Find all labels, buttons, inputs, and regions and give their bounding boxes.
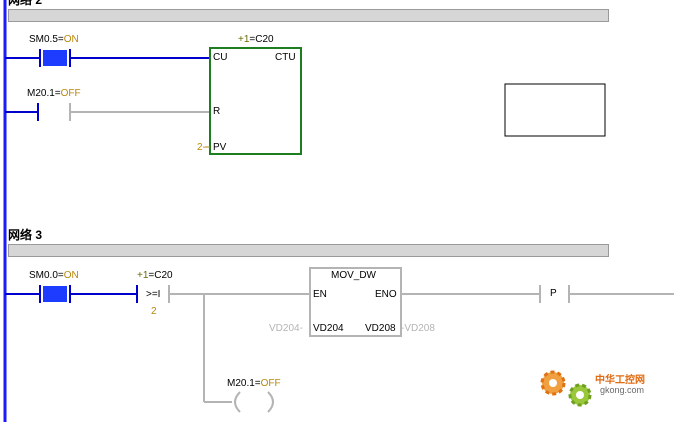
mov-dw-box[interactable] <box>309 267 402 337</box>
compare-operator: >=I <box>146 289 161 300</box>
counter-pin-cu: CU <box>213 52 228 63</box>
gkong-logo-icon <box>540 370 592 407</box>
counter-header: +1=C20 <box>238 34 274 45</box>
mov-dw-title: MOV_DW <box>331 270 376 281</box>
compare-operand: 2 <box>151 306 157 317</box>
empty-output-box[interactable] <box>504 83 606 137</box>
mov-dw-in-pin: VD204 <box>313 323 344 334</box>
network-3-title: 网络 3 <box>8 228 43 242</box>
counter-pv-value: 2- <box>197 142 206 153</box>
contact-sm0-0-label: SM0.0=ON <box>29 270 79 281</box>
mov-dw-out-pin: VD208 <box>365 323 396 334</box>
mov-dw-pin-en: EN <box>313 289 327 300</box>
contact-sm0-5-label: SM0.5=ON <box>29 34 79 45</box>
contact-sm0-5[interactable] <box>39 49 71 67</box>
network-2-title: 网络 2 <box>8 0 43 7</box>
mov-dw-out-value: -VD208 <box>401 323 435 334</box>
network-2-comment-bar[interactable] <box>8 9 609 22</box>
mov-dw-pin-eno: ENO <box>375 289 397 300</box>
counter-type: CTU <box>275 52 296 63</box>
counter-box-c20[interactable] <box>209 47 302 155</box>
watermark-brand: 中华工控网 <box>595 375 645 386</box>
coil-m20-1[interactable] <box>234 391 274 413</box>
contact-m20-1[interactable] <box>37 103 71 121</box>
watermark-domain: gkong.com <box>600 385 645 395</box>
contact-sm0-0[interactable] <box>39 285 71 303</box>
contact-m20-1-label: M20.1=OFF <box>27 88 81 99</box>
compare-header: +1=C20 <box>137 270 173 281</box>
counter-pin-r: R <box>213 106 221 117</box>
coil-m20-1-label: M20.1=OFF <box>227 378 281 389</box>
mov-dw-in-value: VD204- <box>269 323 303 334</box>
counter-pin-pv: PV <box>213 142 227 153</box>
pulse-label: P <box>550 288 557 299</box>
network-3-comment-bar[interactable] <box>8 244 609 257</box>
